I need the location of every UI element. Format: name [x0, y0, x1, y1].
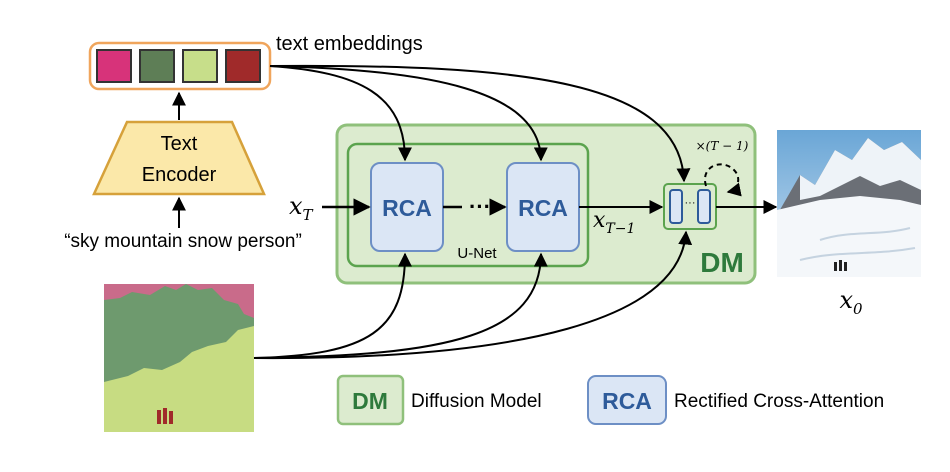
- xt-minus-1-label: xT−1: [593, 208, 635, 237]
- xt-label: xT: [289, 192, 314, 224]
- rca-label-2: RCA: [518, 195, 568, 221]
- unet-box: [346, 142, 590, 268]
- arrow-embed-to-mini: [269, 64, 691, 183]
- segmentation-map: [104, 284, 254, 432]
- embedding-token-1: [96, 49, 132, 83]
- legend-dm-key: [336, 374, 405, 426]
- arrow-embed-to-rca-1: [269, 65, 412, 162]
- dm-label: DM: [700, 247, 744, 278]
- mini-ellipsis: ···: [685, 197, 696, 209]
- text-encoder-label-2: Encoder: [142, 164, 217, 186]
- xt-minus-1-subscript: T−1: [605, 221, 635, 237]
- arrow-seg-to-rca-1: [253, 252, 412, 359]
- arrow-embed-to-rca-2: [269, 65, 548, 162]
- mini-rca-right: [697, 189, 711, 224]
- legend-dm-key-label: DM: [352, 388, 388, 414]
- prompt-text: “sky mountain snow person”: [64, 231, 302, 252]
- legend-dm-text: Diffusion Model: [411, 391, 542, 412]
- rca-ellipsis: ···: [469, 194, 491, 219]
- text-encoder-shape: [92, 120, 266, 196]
- legend-rca-key-label: RCA: [602, 388, 652, 414]
- output-image: [777, 130, 921, 277]
- arrow-seg-to-rca-2: [253, 252, 548, 359]
- embedding-token-2: [139, 49, 175, 83]
- x0-subscript: 0: [853, 300, 863, 318]
- rca-label-1: RCA: [382, 195, 432, 221]
- unet-label: U-Net: [457, 245, 497, 262]
- legend-rca-key: [587, 375, 667, 425]
- embedding-token-3: [182, 49, 218, 83]
- x0-label: x0: [839, 286, 863, 318]
- legend: DM Diffusion Model RCA Rectified Cross-A…: [336, 374, 884, 426]
- loop-label: ×(T − 1): [696, 139, 749, 153]
- mini-rca-left: [669, 189, 683, 224]
- text-encoder-label-1: Text: [161, 133, 198, 155]
- text-embeddings-label: text embeddings: [276, 33, 423, 55]
- arrow-seg-to-mini: [253, 230, 693, 360]
- xt-subscript: T: [303, 206, 314, 224]
- embedding-token-4: [225, 49, 261, 83]
- legend-rca-text: Rectified Cross-Attention: [674, 391, 884, 412]
- loop-arc: [703, 163, 742, 197]
